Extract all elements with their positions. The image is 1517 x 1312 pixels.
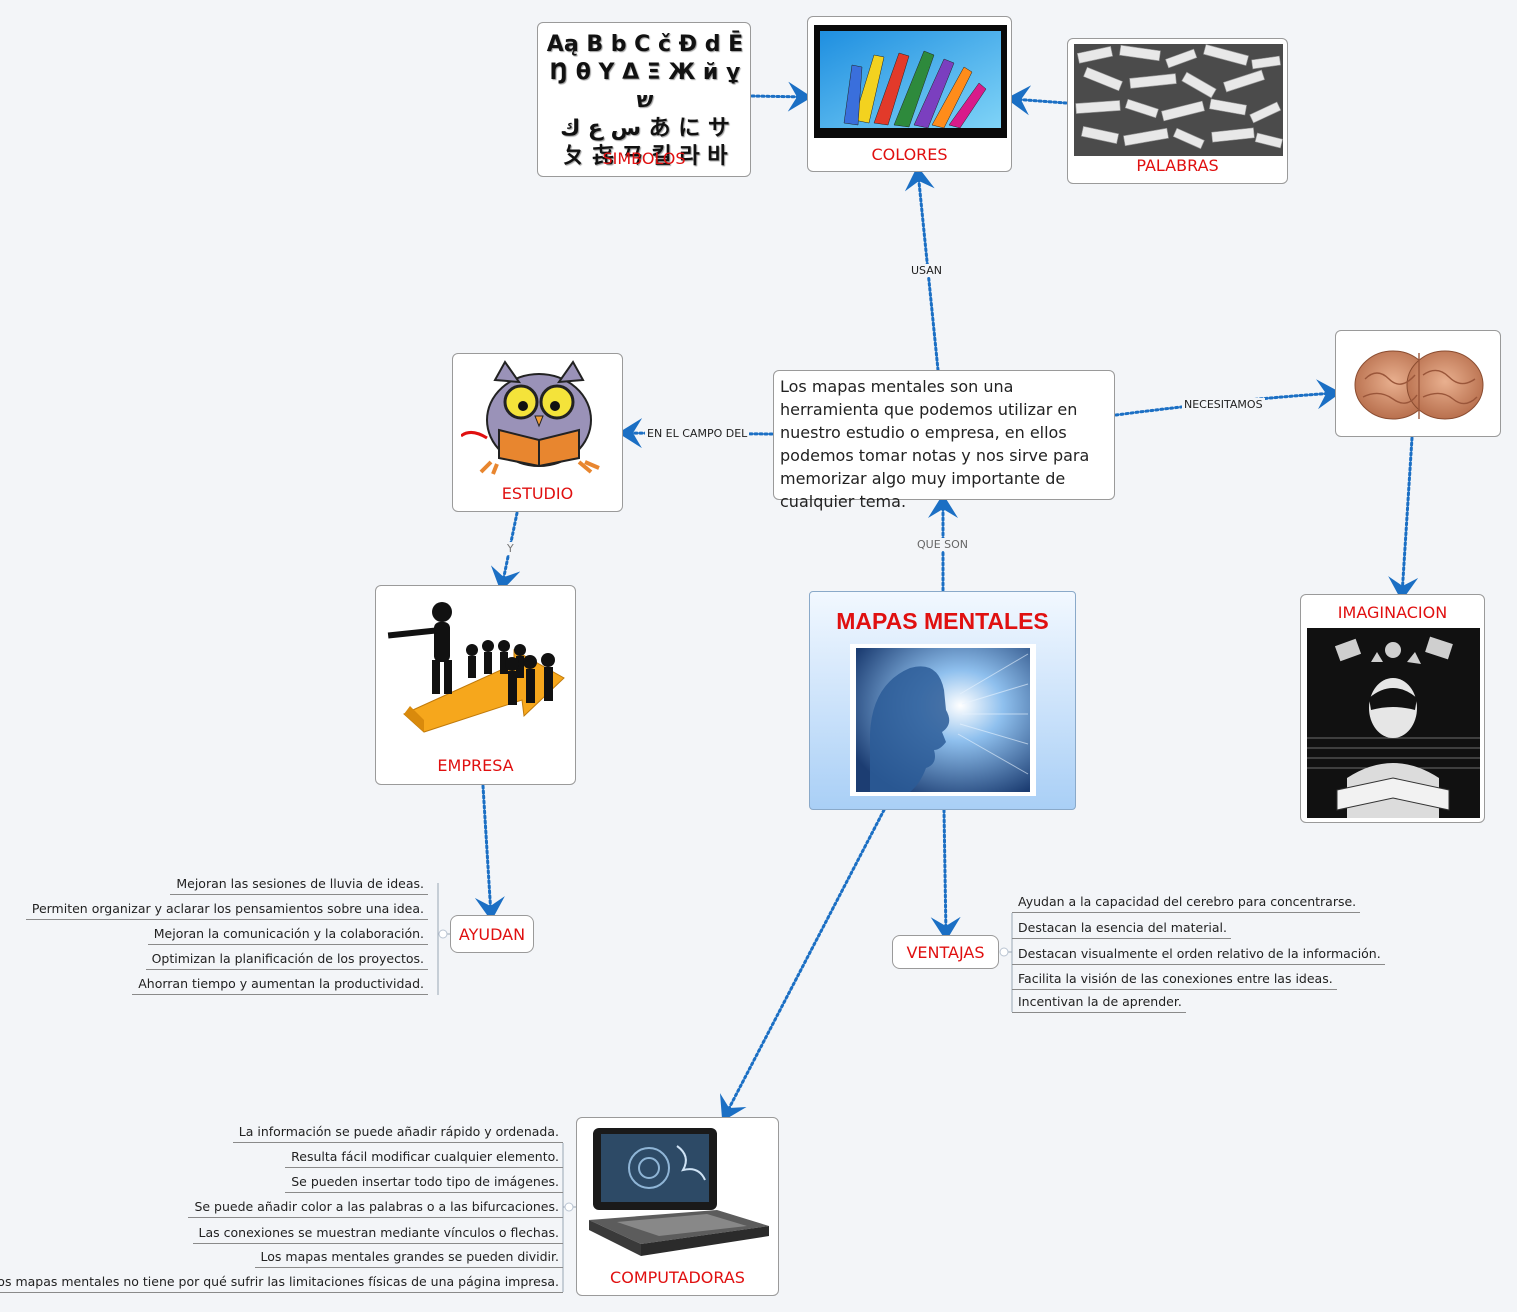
node-estudio-label: ESTUDIO [453,484,622,503]
edge-palabras-colores [1012,99,1066,103]
node-imaginacion-label: IMAGINACION [1301,603,1484,622]
node-brain[interactable] [1335,330,1501,437]
ventajas-item-3: Destacan visualmente el orden relativo d… [1012,946,1385,965]
edge-root-computadoras [725,810,884,1116]
symbols-row-2: Ŋ θ Y Δ Ξ Ж й ұ ש [546,59,744,115]
node-empresa[interactable]: EMPRESA [375,585,576,785]
node-computadoras[interactable]: COMPUTADORAS [576,1117,779,1296]
ayudan-item-4: Optimizan la planificación de los proyec… [146,951,428,970]
computadoras-item-1: La información se puede añadir rápido y … [233,1124,563,1143]
computadoras-item-7: Los mapas mentales no tiene por qué sufr… [0,1274,563,1293]
ventajas-item-2: Destacan la esencia del material. [1012,920,1231,939]
colored-pencils-image [814,25,1007,138]
node-ventajas[interactable]: VENTAJAS [892,935,999,969]
computadoras-item-4: Se puede añadir color a las palabras o a… [188,1199,563,1218]
ventajas-item-1: Ayudan a la capacidad del cerebro para c… [1012,894,1360,913]
leader-arrow-image [384,594,569,744]
ayudan-item-5: Ahorran tiempo y aumentan la productivid… [132,976,428,995]
edge-simbolos-colores [752,96,806,97]
node-ventajas-label: VENTAJAS [893,943,998,962]
computadoras-item-6: Los mapas mentales grandes se pueden div… [255,1249,563,1268]
brain-icon [1349,339,1489,429]
node-empresa-label: EMPRESA [376,756,575,775]
node-simbolos-label: SIMBOLOS [538,149,750,168]
node-imaginacion[interactable]: IMAGINACION [1300,594,1485,823]
reading-owl-image [461,358,616,476]
symbols-image: Aą B b C č Đ d Ē Ŋ θ Y Δ Ξ Ж й ұ ש س ع ك… [546,31,744,143]
definition-text: Los mapas mentales son una herramienta q… [780,375,1110,513]
label-necesitamos: NECESITAMOS [1182,398,1265,411]
ventajas-item-5: Incentivan la de aprender. [1012,994,1186,1013]
node-colores[interactable]: COLORES [807,16,1012,172]
computadoras-item-3: Se pueden insertar todo tipo de imágenes… [285,1174,563,1193]
node-computadoras-label: COMPUTADORAS [577,1268,778,1287]
node-ayudan[interactable]: AYUDAN [450,915,534,953]
label-en-el-campo-del: EN EL CAMPO DEL [645,427,749,440]
root-title: MAPAS MENTALES [810,608,1075,635]
reading-person-image [1307,628,1480,818]
ventajas-item-4: Facilita la visión de las conexiones ent… [1012,971,1337,990]
symbols-row-3: س ع ك あ に サ [546,115,744,143]
node-root[interactable]: MAPAS MENTALES [809,591,1076,810]
computadoras-item-2: Resulta fácil modificar cualquier elemen… [285,1149,563,1168]
edge-empresa-ayudan [483,786,491,915]
edge-brain-imaginacion [1402,438,1412,595]
laptop-image [587,1126,770,1258]
glowing-head-image [850,644,1036,796]
ayudan-item-2: Permiten organizar y aclarar los pensami… [26,901,428,920]
computadoras-item-5: Las conexiones se muestran mediante vínc… [193,1225,563,1244]
ayudan-item-3: Mejoran la comunicación y la colaboració… [148,926,428,945]
node-colores-label: COLORES [808,145,1011,164]
node-palabras-label: PALABRAS [1068,156,1287,175]
symbols-row-1: Aą B b C č Đ d Ē [546,31,744,59]
label-usan: USAN [909,264,944,277]
node-simbolos[interactable]: Aą B b C č Đ d Ē Ŋ θ Y Δ Ξ Ж й ұ ש س ع ك… [537,22,751,177]
edge-root-ventajas [944,810,946,935]
node-ayudan-label: AYUDAN [451,925,533,944]
node-estudio[interactable]: ESTUDIO [452,353,623,512]
ayudan-item-1: Mejoran las sesiones de lluvia de ideas. [170,876,428,895]
label-que-son: QUE SON [915,538,970,551]
label-y: Y [505,542,516,555]
newspaper-words-image [1074,44,1283,156]
node-palabras[interactable]: PALABRAS [1067,38,1288,184]
